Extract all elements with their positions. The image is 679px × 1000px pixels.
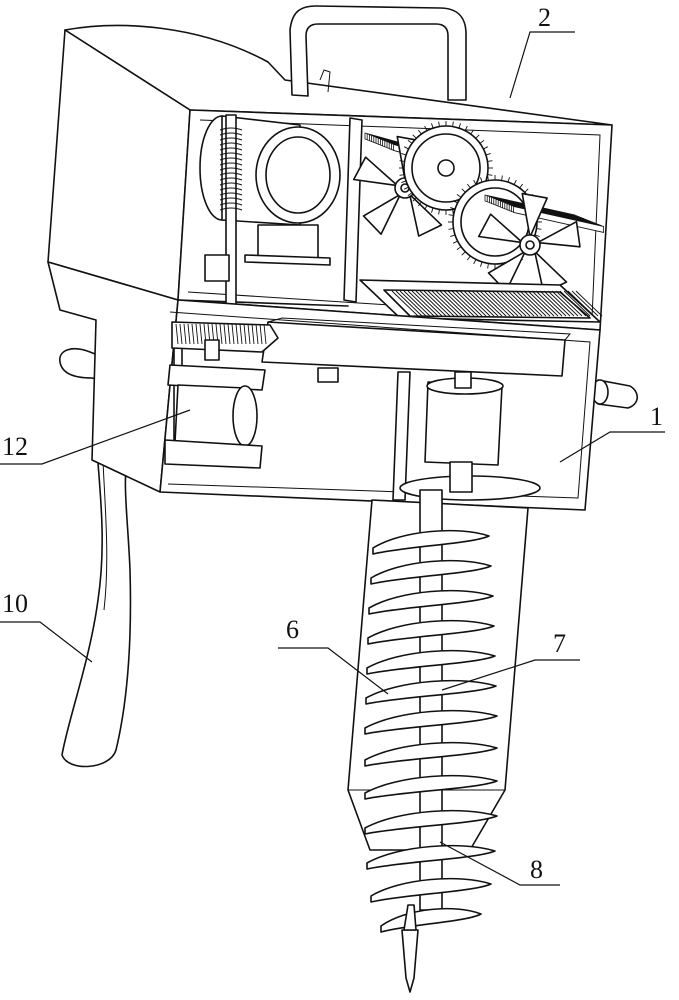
label-12: 12	[2, 432, 28, 461]
gear-upper	[399, 121, 493, 215]
callout-6: 6	[278, 615, 389, 695]
callout-10: 10	[0, 589, 93, 663]
auger-tip	[401, 904, 419, 993]
callout-1: 1	[559, 402, 665, 463]
label-7: 7	[553, 629, 566, 658]
right-knob	[591, 379, 639, 409]
label-6: 6	[286, 615, 299, 644]
filter-grate	[359, 279, 603, 323]
label-8: 8	[530, 855, 543, 884]
callout-7: 7	[441, 629, 580, 691]
label-1: 1	[650, 402, 663, 431]
callout-8: 8	[439, 841, 560, 886]
upper-housing	[47, 24, 613, 331]
auger-flights	[364, 529, 498, 933]
lower-motor	[164, 344, 266, 469]
auger-motor	[424, 371, 504, 493]
label-10: 10	[2, 589, 28, 618]
fan-assembly-2	[477, 192, 604, 294]
carry-handle	[289, 5, 467, 101]
label-2: 2	[538, 3, 551, 32]
upper-motor	[199, 115, 341, 266]
small-post	[317, 367, 339, 383]
spur-gear	[171, 321, 279, 361]
callout-2: 2	[509, 3, 575, 99]
callout-12: 12	[0, 409, 191, 465]
